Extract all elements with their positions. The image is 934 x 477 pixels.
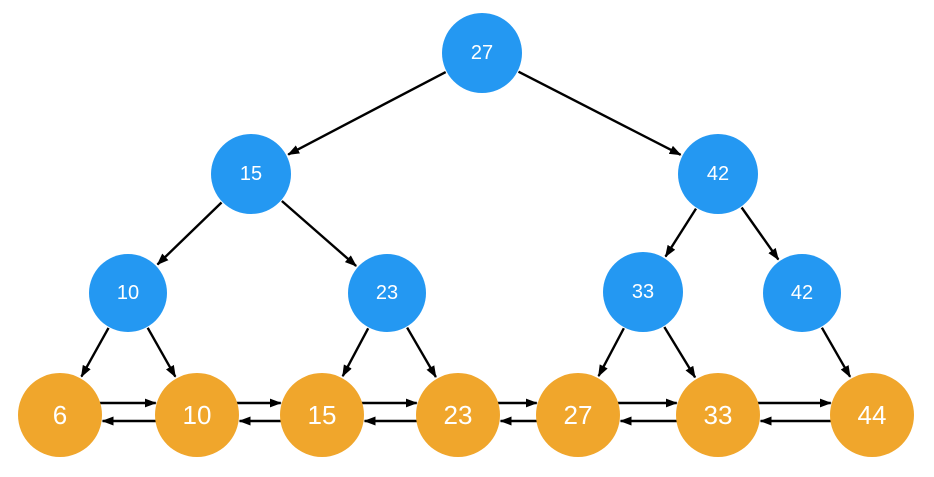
node-value: 10 — [183, 400, 212, 430]
internal-node-10: 10 — [89, 254, 167, 332]
tree-edge — [281, 200, 357, 267]
node-value: 10 — [117, 282, 139, 304]
internal-node-15: 15 — [211, 134, 291, 214]
node-value: 27 — [564, 400, 593, 430]
tree-edge — [517, 70, 682, 156]
tree-edge — [597, 327, 625, 377]
tree-edge — [156, 201, 223, 266]
internal-node-33: 33 — [603, 252, 683, 332]
internal-circle — [763, 254, 841, 332]
internal-circle — [442, 13, 522, 93]
node-value: 44 — [858, 400, 887, 430]
node-value: 15 — [308, 400, 337, 430]
leaf-circle — [416, 373, 500, 457]
internal-circle — [89, 254, 167, 332]
leaf-node-44: 44 — [830, 373, 914, 457]
leaf-circle — [280, 373, 364, 457]
node-value: 42 — [707, 163, 729, 185]
tree-edge — [664, 207, 698, 258]
internal-circle — [348, 254, 426, 332]
leaf-node-27: 27 — [536, 373, 620, 457]
internal-circle — [603, 252, 683, 332]
internal-node-42: 42 — [678, 134, 758, 214]
node-value: 23 — [444, 400, 473, 430]
tree-edge — [287, 70, 447, 156]
node-value: 15 — [240, 163, 262, 185]
leaf-node-15: 15 — [280, 373, 364, 457]
leaf-node-23: 23 — [416, 373, 500, 457]
tree-edge — [146, 327, 177, 378]
tree-edge — [80, 327, 110, 378]
node-value: 27 — [471, 42, 493, 64]
tree-edge — [663, 326, 697, 379]
internal-node-23: 23 — [348, 254, 426, 332]
leaf-node-10: 10 — [155, 373, 239, 457]
leaf-circle — [676, 373, 760, 457]
internal-node-27: 27 — [442, 13, 522, 93]
internal-node-42: 42 — [763, 254, 841, 332]
leaf-circle — [155, 373, 239, 457]
node-value: 6 — [53, 400, 67, 430]
leaf-node-6: 6 — [18, 373, 102, 457]
leaf-node-33: 33 — [676, 373, 760, 457]
tree-edge — [820, 327, 852, 378]
internal-circle — [211, 134, 291, 214]
node-value: 42 — [791, 282, 813, 304]
leaf-circle — [536, 373, 620, 457]
leaf-circle — [18, 373, 102, 457]
tree-edge — [406, 326, 437, 378]
node-value: 33 — [704, 400, 733, 430]
node-value: 23 — [376, 282, 398, 304]
leaf-circle — [830, 373, 914, 457]
tree-edge — [740, 206, 780, 261]
node-value: 33 — [632, 281, 654, 303]
tree-edge — [341, 327, 370, 378]
internal-circle — [678, 134, 758, 214]
